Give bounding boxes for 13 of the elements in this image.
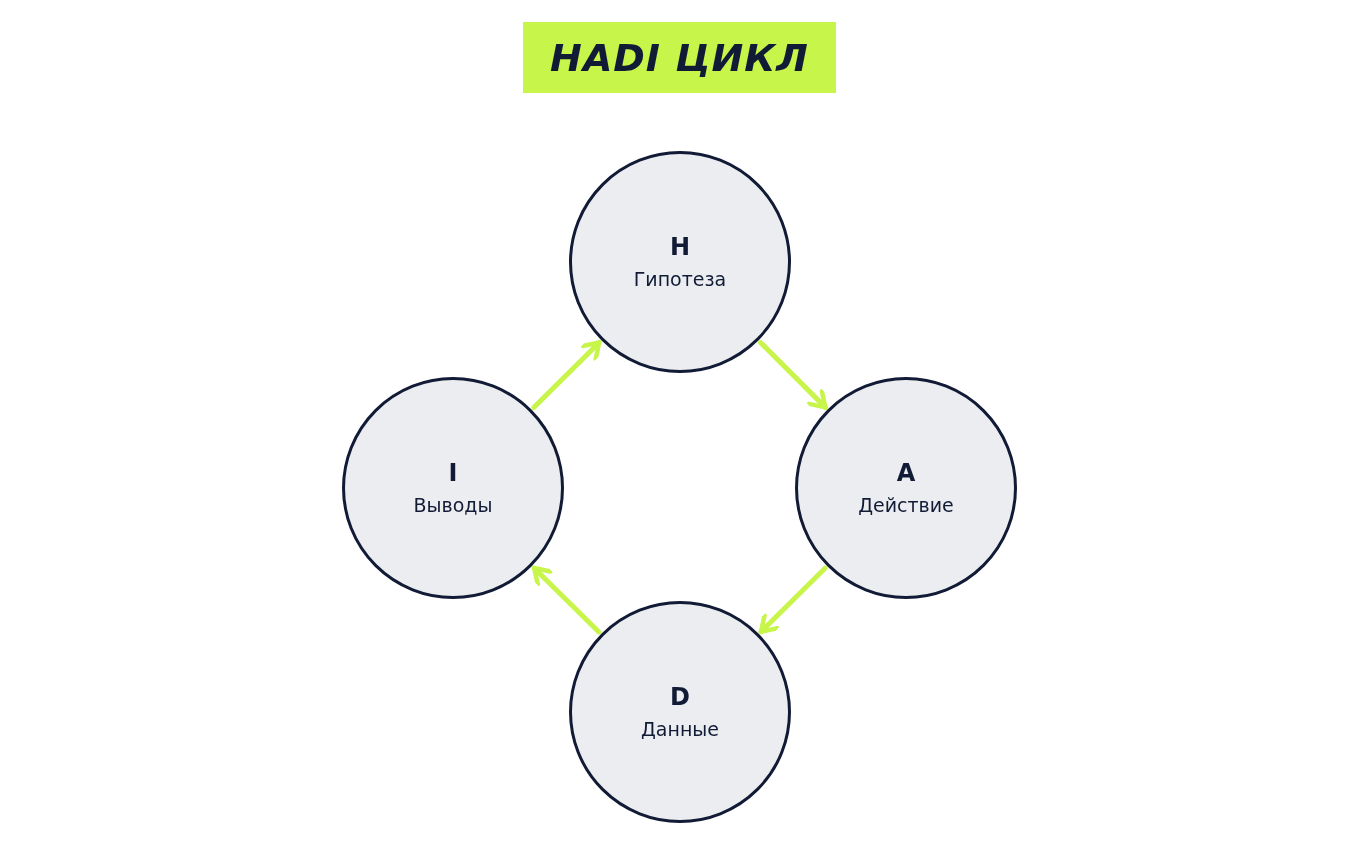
title-banner: HADI ЦИКЛ [523,22,836,93]
stage-letter: A [896,459,916,487]
stage-letter: I [448,459,458,487]
stage-label: Данные [641,717,719,741]
stage-label: Гипотеза [633,267,727,291]
stage-label: Действие [858,493,954,517]
arrow [531,339,602,411]
stage-label: Выводы [413,493,493,517]
arrow [758,565,828,635]
arrow [531,565,602,635]
arrow [758,340,828,410]
stage-letter: D [670,683,690,711]
stage-letter: H [669,233,691,261]
